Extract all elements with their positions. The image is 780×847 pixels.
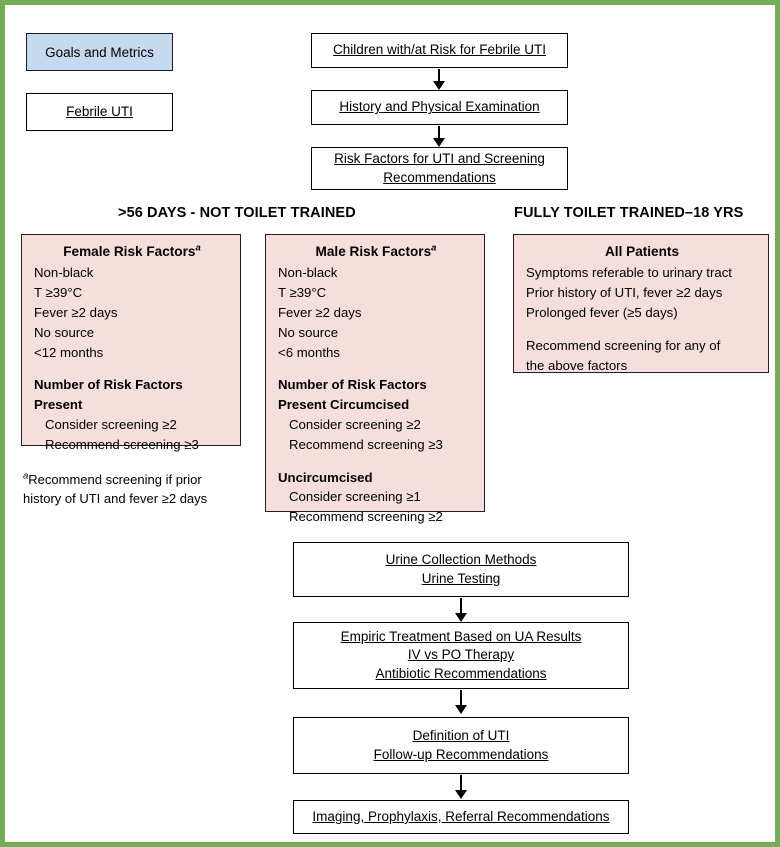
risk-box-male-title: Male Risk Factorsa [315,242,437,259]
flow-box-risk-factors-screening[interactable]: Risk Factors for UTI and Screening Recom… [311,147,568,190]
risk-box-male-factor-4: No source [278,324,339,340]
risk-box-all-patients-factor-3: Prolonged fever (≥5 days) [526,304,678,320]
arrow-definition-to-imaging [454,775,468,799]
risk-box-female-recommendation-1: Consider screening ≥2 [45,416,177,432]
flow-box-imaging-prophylaxis-referral-line-1: Imaging, Prophylaxis, Referral Recommend… [312,808,610,824]
flow-box-history-physical[interactable]: History and Physical Examination [311,90,568,125]
legend-febrile-uti-label: Febrile UTI [66,103,133,119]
section-caption-not-toilet-trained: >56 DAYS - NOT TOILET TRAINED [118,205,356,221]
risk-box-male-heading-line-2: Present Circumcised [278,397,410,413]
risk-box-male-spacer-2 [278,455,474,468]
risk-box-all-patients-spacer [526,323,758,336]
risk-box-male-recommendation-2: Recommend screening ≥3 [289,436,443,452]
risk-box-male-factor-3: Fever ≥2 days [278,304,362,320]
legend-febrile-uti-box[interactable]: Febrile UTI [26,93,173,131]
legend-goals-and-metrics-box[interactable]: Goals and Metrics [26,33,173,71]
risk-box-all-patients[interactable]: All Patients Symptoms referable to urina… [513,234,769,373]
risk-box-female[interactable]: Female Risk Factorsa Non-black T ≥39°C F… [21,234,241,452]
flow-box-risk-factors-screening-line-1: Risk Factors for UTI and Screening [334,151,545,167]
risk-box-male-heading-line-1: Number of Risk Factors [278,377,427,393]
risk-box-female-spacer [34,362,230,375]
footnote-risk-factors: aRecommend screening if prior history of… [23,471,253,509]
footnote-line-1: Recommend screening if prior [28,472,202,487]
risk-box-male[interactable]: Male Risk Factorsa Non-black T ≥39°C Fev… [265,234,485,524]
risk-box-male-uncircumcised-recommendation-1: Consider screening ≥1 [289,489,421,505]
risk-box-male-factor-1: Non-black [278,265,338,281]
risk-box-female-factor-4: No source [34,324,95,340]
flow-box-risk-factors-screening-line-2: Recommendations [383,169,496,185]
risk-box-all-patients-factor-1: Symptoms referable to urinary tract [526,265,732,281]
risk-box-female-factor-5: <12 months [34,344,104,360]
risk-box-female-factor-2: T ≥39°C [34,285,83,301]
risk-box-all-patients-title: All Patients [604,244,680,259]
arrow-history-to-risk-factors [432,126,446,147]
risk-box-male-spacer-1 [278,362,474,375]
arrow-children-to-history [432,69,446,90]
footnote-line-2: history of UTI and fever ≥2 days [23,490,208,506]
flow-box-history-physical-line-1: History and Physical Examination [339,99,540,115]
flow-box-urine-collection-line-2: Urine Testing [421,570,501,586]
risk-box-female-heading-line-1: Number of Risk Factors [34,377,183,393]
section-caption-fully-toilet-trained: FULLY TOILET TRAINED–18 YRS [514,205,744,221]
arrow-empiric-to-definition [454,690,468,714]
flow-box-definition-of-uti-line-1: Definition of UTI [412,728,510,744]
risk-box-male-factor-5: <6 months [278,344,340,360]
flow-box-urine-collection-line-1: Urine Collection Methods [385,552,537,568]
flow-box-definition-of-uti[interactable]: Definition of UTI Follow-up Recommendati… [293,717,629,774]
flow-box-definition-of-uti-line-2: Follow-up Recommendations [373,746,549,762]
flow-box-children-at-risk-line-1: Children with/at Risk for Febrile UTI [332,42,547,58]
legend-goals-and-metrics-label: Goals and Metrics [45,44,154,60]
flow-box-imaging-prophylaxis-referral[interactable]: Imaging, Prophylaxis, Referral Recommend… [293,800,629,834]
risk-box-male-factor-2: T ≥39°C [278,285,327,301]
flow-box-children-at-risk[interactable]: Children with/at Risk for Febrile UTI [311,33,568,68]
footnote-marker: a [23,470,29,482]
risk-box-female-factor-3: Fever ≥2 days [34,304,118,320]
risk-box-male-uncircumcised-heading: Uncircumcised [278,469,373,485]
risk-box-female-factor-1: Non-black [34,265,94,281]
risk-box-female-title: Female Risk Factorsa [63,242,201,259]
flow-box-urine-collection[interactable]: Urine Collection Methods Urine Testing [293,542,629,597]
risk-box-male-uncircumcised-recommendation-2: Recommend screening ≥2 [289,509,443,525]
risk-box-all-patients-recommendation-line-1: Recommend screening for any of [526,337,721,353]
flow-box-empiric-treatment[interactable]: Empiric Treatment Based on UA Results IV… [293,622,629,689]
risk-box-all-patients-factor-2: Prior history of UTI, fever ≥2 days [526,285,723,301]
flow-box-empiric-treatment-line-2: IV vs PO Therapy [407,647,515,663]
flow-box-empiric-treatment-line-1: Empiric Treatment Based on UA Results [340,629,582,645]
risk-box-female-recommendation-2: Recommend screening ≥3 [45,436,199,452]
risk-box-all-patients-recommendation-line-2: the above factors [526,357,628,373]
risk-box-male-recommendation-1: Consider screening ≥2 [289,416,421,432]
arrow-urine-to-empiric [454,598,468,622]
flow-box-empiric-treatment-line-3: Antibiotic Recommendations [375,665,547,681]
risk-box-female-heading-line-2: Present [34,397,83,413]
